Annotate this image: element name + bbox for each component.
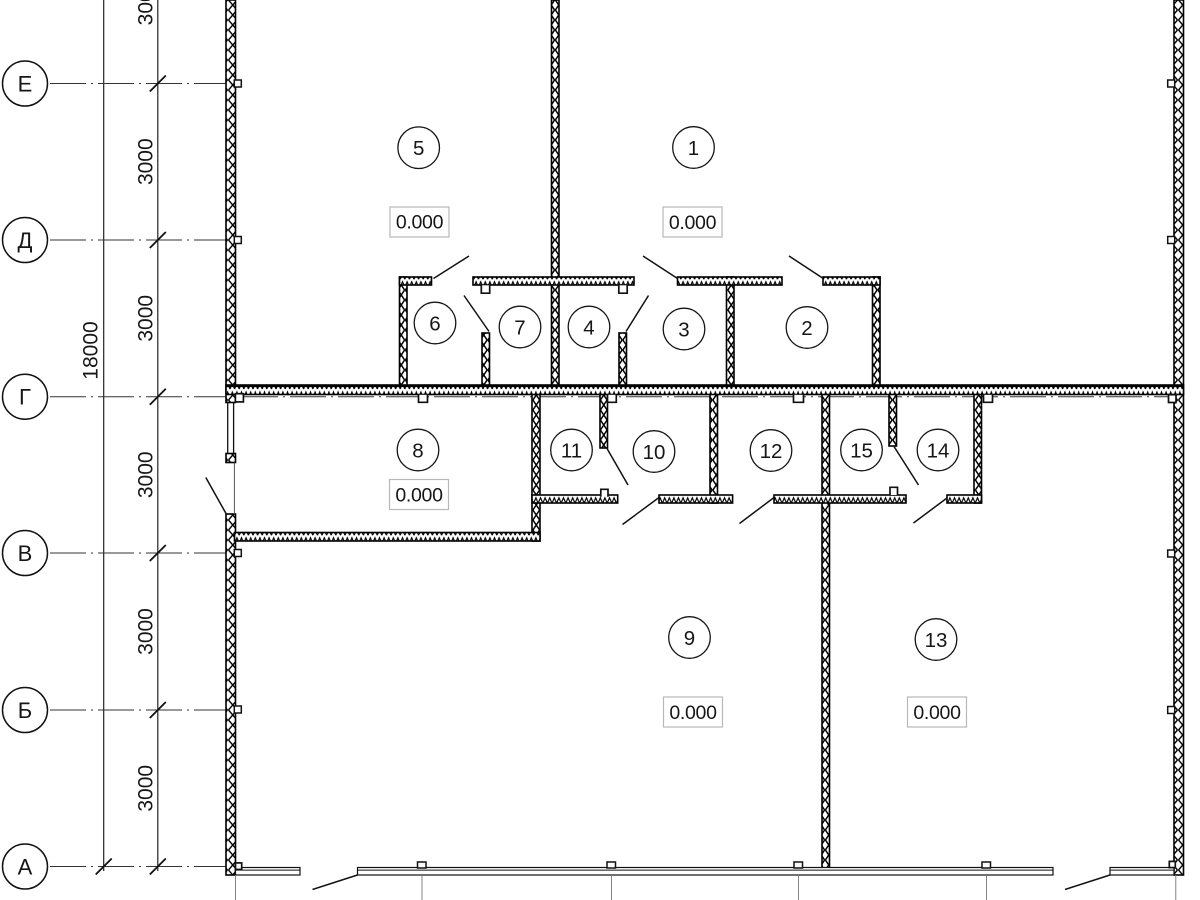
svg-text:8: 8 [412, 439, 423, 462]
svg-text:15: 15 [850, 439, 873, 462]
svg-text:12: 12 [760, 440, 783, 463]
svg-text:Б: Б [18, 698, 32, 723]
svg-text:11: 11 [561, 439, 582, 462]
svg-text:0.000: 0.000 [669, 702, 717, 724]
svg-text:7: 7 [514, 316, 525, 339]
svg-text:5: 5 [413, 137, 424, 160]
svg-text:3000: 3000 [135, 138, 158, 185]
svg-text:Г: Г [19, 385, 31, 410]
svg-text:3000: 3000 [135, 0, 158, 25]
svg-text:6: 6 [429, 312, 440, 335]
svg-text:А: А [18, 855, 33, 880]
svg-text:4: 4 [583, 316, 594, 339]
svg-text:3000: 3000 [135, 295, 158, 342]
svg-text:14: 14 [927, 439, 950, 462]
svg-text:2: 2 [801, 317, 812, 340]
svg-text:В: В [18, 541, 33, 566]
svg-text:Д: Д [18, 228, 33, 253]
svg-text:18000: 18000 [80, 321, 103, 379]
svg-text:3000: 3000 [135, 451, 158, 498]
svg-text:10: 10 [643, 441, 666, 464]
svg-text:3000: 3000 [135, 608, 158, 655]
svg-text:0.000: 0.000 [396, 212, 444, 234]
svg-text:0.000: 0.000 [395, 485, 443, 507]
svg-text:3: 3 [678, 318, 689, 341]
svg-text:9: 9 [684, 627, 695, 650]
svg-text:Е: Е [18, 72, 33, 97]
svg-text:0.000: 0.000 [913, 702, 961, 724]
svg-text:1: 1 [688, 137, 699, 160]
svg-text:13: 13 [925, 629, 948, 652]
svg-text:3000: 3000 [135, 765, 158, 812]
svg-text:0.000: 0.000 [669, 212, 717, 234]
